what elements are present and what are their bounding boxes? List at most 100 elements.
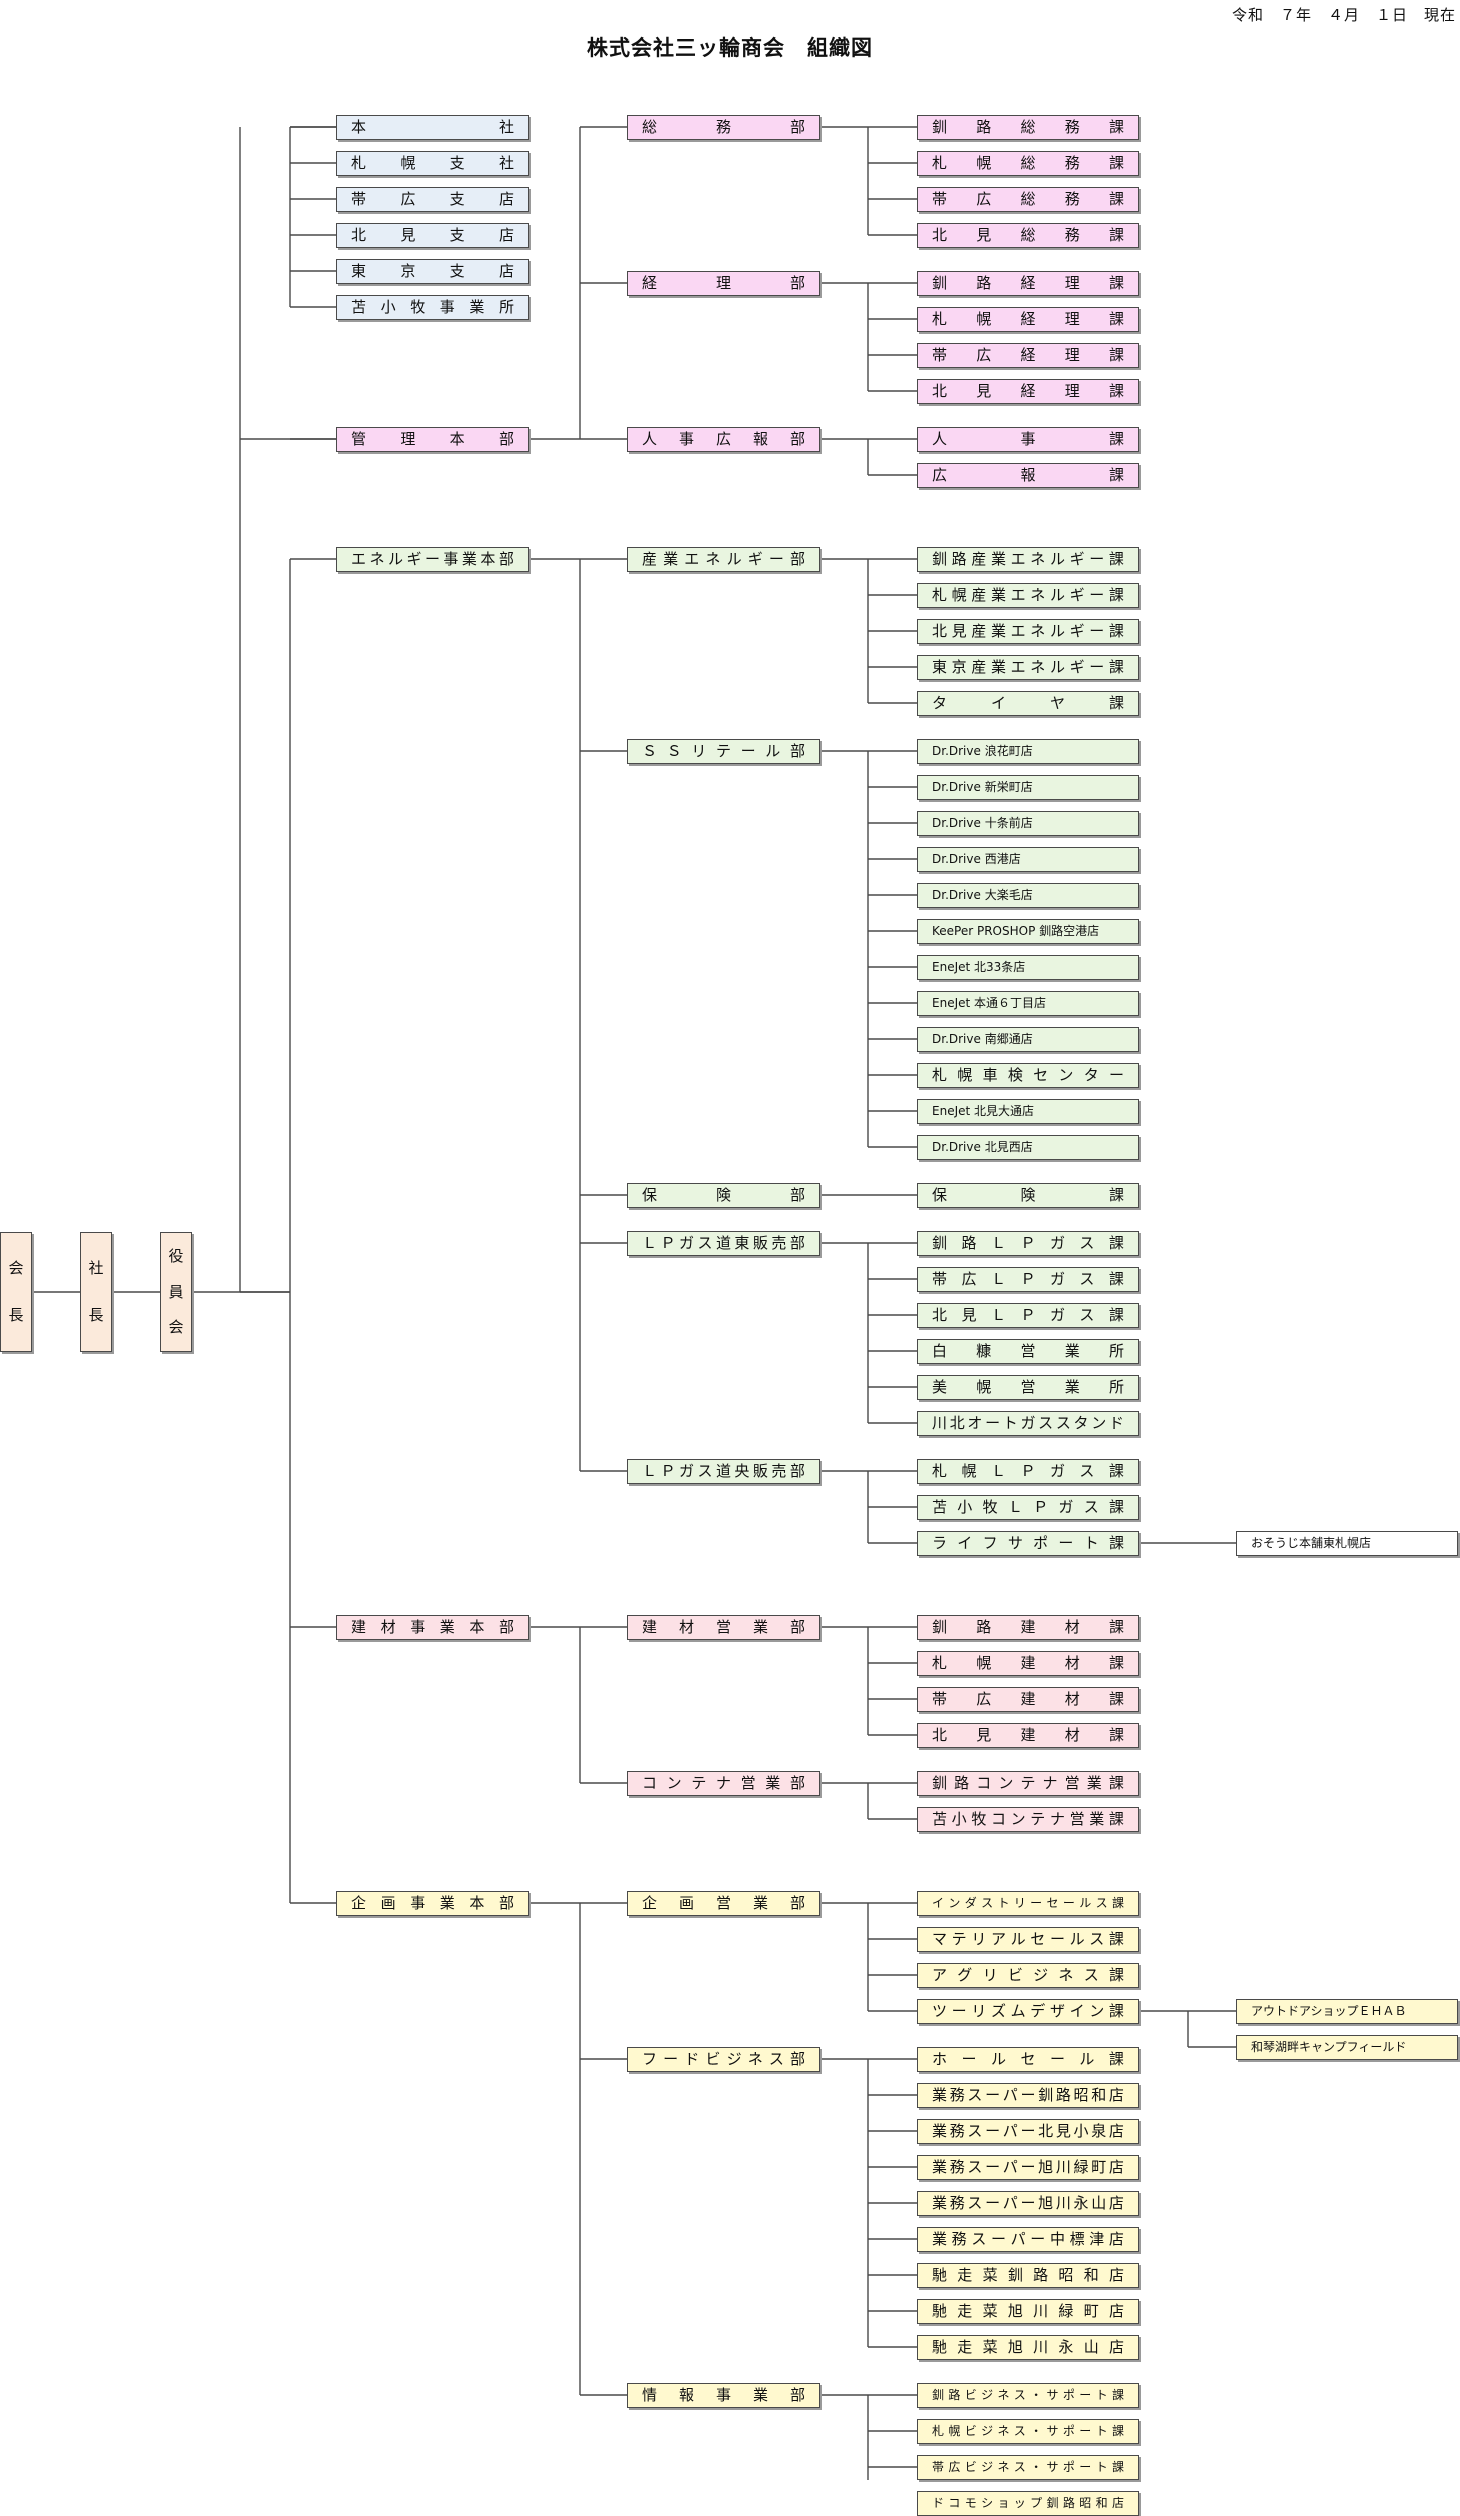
date-stamp: 令和 ７年 ４月 １日 現在 — [1231, 6, 1456, 24]
section-box: 業務スーパー中標津店 — [917, 2226, 1139, 2252]
department-box: フードビジネス部 — [627, 2046, 820, 2072]
department-box: 保険部 — [627, 1182, 820, 1208]
section-box: 人事課 — [917, 426, 1139, 452]
branch-box-label: 東京支店 — [351, 261, 514, 280]
section-box-label: EneJet 本通６丁目店 — [932, 995, 1047, 1010]
section-box-label: ドコモショップ釧路昭和店 — [932, 2495, 1124, 2510]
section-box-label: 保険課 — [932, 1185, 1124, 1204]
department-box-label: 保険部 — [642, 1185, 805, 1204]
department-box: 経理部 — [627, 270, 820, 296]
section-box: マテリアルセールス課 — [917, 1926, 1139, 1952]
section-box: Dr.Drive 新栄町店 — [917, 774, 1139, 800]
executive-box: 会長 — [0, 1232, 32, 1352]
section-box-label: 馳走菜釧路昭和店 — [932, 2265, 1124, 2284]
section-box-label: 北見経理課 — [932, 381, 1124, 400]
section-box-label: Dr.Drive 十条前店 — [932, 815, 1033, 830]
department-box-label: 建材営業部 — [642, 1617, 805, 1636]
section-box: 北見経理課 — [917, 378, 1139, 404]
section-box: 美幌営業所 — [917, 1374, 1139, 1400]
department-box-label: コンテナ営業部 — [642, 1773, 805, 1792]
branch-box: 札幌支社 — [336, 150, 529, 176]
section-box-label: EneJet 北33条店 — [932, 959, 1026, 974]
section-box-label: 釧路コンテナ営業課 — [932, 1773, 1124, 1792]
section-box: 札幌建材課 — [917, 1650, 1139, 1676]
section-box-label: Dr.Drive 西港店 — [932, 851, 1021, 866]
section-box-label: アグリビジネス課 — [932, 1965, 1124, 1984]
section-box: 北見総務課 — [917, 222, 1139, 248]
section-box: 札幌産業エネルギー課 — [917, 582, 1139, 608]
section-box: 業務スーパー北見小泉店 — [917, 2118, 1139, 2144]
subunit-box-label: 和琴湖畔キャンプフィールド — [1251, 2039, 1407, 2054]
section-box: 広報課 — [917, 462, 1139, 488]
section-box-label: ライフサポート課 — [932, 1533, 1124, 1552]
division-box: 建材事業本部 — [336, 1614, 529, 1640]
section-box-label: 帯広建材課 — [932, 1689, 1124, 1708]
section-box-label: 釧路経理課 — [932, 273, 1124, 292]
section-box-label: EneJet 北見大通店 — [932, 1103, 1035, 1118]
division-box-label: 建材事業本部 — [351, 1617, 514, 1636]
section-box: ライフサポート課 — [917, 1530, 1139, 1556]
section-box: 業務スーパー旭川永山店 — [917, 2190, 1139, 2216]
branch-box: 本社 — [336, 114, 529, 140]
section-box: ツーリズムデザイン課 — [917, 1998, 1139, 2024]
division-box-label: 企画事業本部 — [351, 1893, 514, 1912]
branch-box: 帯広支店 — [336, 186, 529, 212]
branch-box-label: 本社 — [351, 117, 514, 136]
section-box: 釧路経理課 — [917, 270, 1139, 296]
department-box-label: 情報事業部 — [642, 2385, 805, 2404]
section-box: 白糠営業所 — [917, 1338, 1139, 1364]
section-box-label: タイヤ課 — [932, 693, 1124, 712]
section-box: Dr.Drive 西港店 — [917, 846, 1139, 872]
section-box: 川北オートガススタンド — [917, 1410, 1139, 1436]
subunit-box-label: アウトドアショップＥＨＡＢ — [1251, 2003, 1407, 2018]
section-box: 札幌経理課 — [917, 306, 1139, 332]
branch-box-label: 札幌支社 — [351, 153, 514, 172]
executive-box-label: 役員会 — [168, 1247, 184, 1336]
section-box: 札幌総務課 — [917, 150, 1139, 176]
section-box: Dr.Drive 浪花町店 — [917, 738, 1139, 764]
section-box: 札幌ビジネス・サポート課 — [917, 2418, 1139, 2444]
section-box: 釧路総務課 — [917, 114, 1139, 140]
division-box-label: エネルギー事業本部 — [351, 549, 514, 568]
section-box: 釧路産業エネルギー課 — [917, 546, 1139, 572]
section-box-label: Dr.Drive 新栄町店 — [932, 779, 1033, 794]
section-box: 札幌車検センター — [917, 1062, 1139, 1088]
section-box-label: 釧路建材課 — [932, 1617, 1124, 1636]
section-box-label: 馳走菜旭川緑町店 — [932, 2301, 1124, 2320]
section-box: EneJet 北33条店 — [917, 954, 1139, 980]
section-box: 帯広経理課 — [917, 342, 1139, 368]
section-box: EneJet 北見大通店 — [917, 1098, 1139, 1124]
branch-box-label: 北見支店 — [351, 225, 514, 244]
section-box-label: 業務スーパー北見小泉店 — [932, 2121, 1124, 2140]
section-box-label: 帯広ビジネス・サポート課 — [932, 2459, 1124, 2474]
department-box: コンテナ営業部 — [627, 1770, 820, 1796]
section-box: アグリビジネス課 — [917, 1962, 1139, 1988]
section-box: 馳走菜釧路昭和店 — [917, 2262, 1139, 2288]
subunit-box-label: おそうじ本舗東札幌店 — [1251, 1535, 1372, 1550]
section-box: 業務スーパー釧路昭和店 — [917, 2082, 1139, 2108]
branch-box-label: 帯広支店 — [351, 189, 514, 208]
department-box: 総務部 — [627, 114, 820, 140]
section-box-label: 広報課 — [932, 465, 1124, 484]
section-box-label: インダストリーセールス課 — [932, 1895, 1124, 1910]
section-box: 馳走菜旭川緑町店 — [917, 2298, 1139, 2324]
section-box-label: 札幌車検センター — [932, 1065, 1124, 1084]
section-box-label: 帯広経理課 — [932, 345, 1124, 364]
department-box-label: 経理部 — [642, 273, 805, 292]
executive-box: 役員会 — [160, 1232, 192, 1352]
section-box-label: 馳走菜旭川永山店 — [932, 2337, 1124, 2356]
section-box: 釧路建材課 — [917, 1614, 1139, 1640]
section-box-label: 東京産業エネルギー課 — [932, 657, 1124, 676]
executive-box-label: 会長 — [8, 1259, 24, 1324]
section-box-label: 札幌総務課 — [932, 153, 1124, 172]
section-box: 北見建材課 — [917, 1722, 1139, 1748]
department-box-label: 企画営業部 — [642, 1893, 805, 1912]
